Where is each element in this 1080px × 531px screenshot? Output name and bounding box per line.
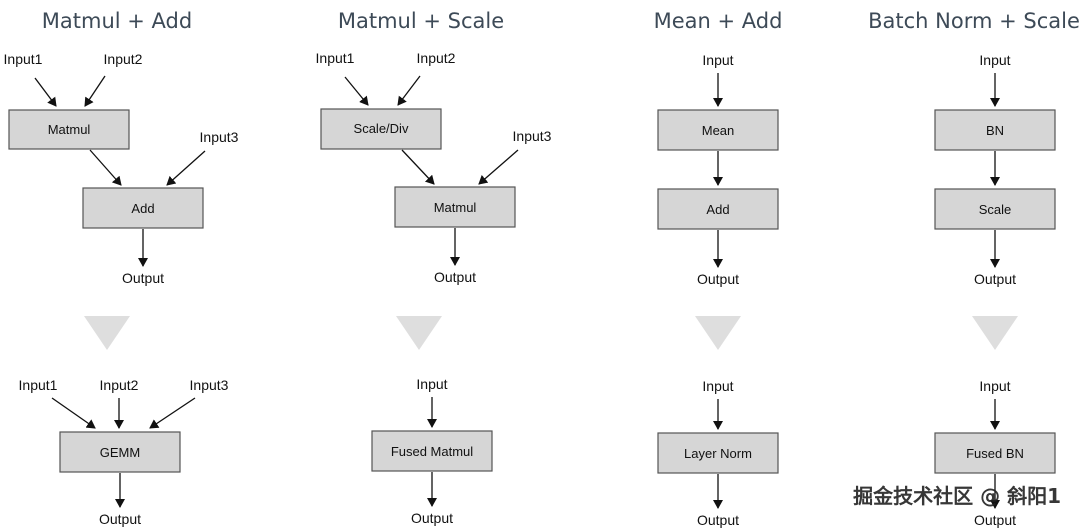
fused-output-label: Output xyxy=(974,512,1016,528)
panel-title: Mean + Add xyxy=(654,9,783,33)
transform-arrow-icon xyxy=(972,316,1018,350)
panel-matmul-scale: Matmul + Scale Input1 Input2 Scale/Div I… xyxy=(316,9,552,526)
edge-input2-scale xyxy=(397,75,421,106)
edge-scale-matmul xyxy=(401,149,435,185)
matmul-node xyxy=(8,109,130,150)
scale-node-label: Scale xyxy=(979,202,1012,217)
fused-input-label: Input xyxy=(416,376,447,392)
edge-fused-input3-gemm xyxy=(149,397,196,429)
panel-mean-add: Mean + Add Input Mean Add Output Input L… xyxy=(654,9,783,528)
output-label: Output xyxy=(974,271,1016,287)
input-label: Input xyxy=(702,52,733,68)
transform-arrow-icon xyxy=(695,316,741,350)
panel-matmul-add: Matmul + Add Input1 Input2 Matmul Input3… xyxy=(4,9,239,527)
edge-matmul-add xyxy=(89,149,122,186)
fused-matmul-node xyxy=(371,430,493,472)
bn-node-label: BN xyxy=(986,123,1004,138)
fused-output-label: Output xyxy=(411,510,453,526)
input2-label: Input2 xyxy=(417,50,456,66)
add-node xyxy=(82,187,204,229)
output-label: Output xyxy=(697,271,739,287)
edge-input1-matmul xyxy=(34,77,57,107)
add-node-label: Add xyxy=(706,202,729,217)
edge-fused-input1-gemm xyxy=(51,397,96,429)
add-node xyxy=(657,188,779,230)
input1-label: Input1 xyxy=(316,50,355,66)
transform-arrow-icon xyxy=(396,316,442,350)
input-label: Input xyxy=(979,52,1010,68)
edge-input3-add xyxy=(166,150,206,186)
output-label: Output xyxy=(122,270,164,286)
scale-node xyxy=(934,188,1056,230)
panel-batchnorm-scale: Batch Norm + Scale Input BN Scale Output… xyxy=(868,9,1080,528)
fused-input-label: Input xyxy=(979,378,1010,394)
output-label: Output xyxy=(434,269,476,285)
bn-node xyxy=(934,109,1056,151)
matmul-node-label: Matmul xyxy=(48,122,91,137)
input1-label: Input1 xyxy=(4,51,43,67)
panel-title: Matmul + Scale xyxy=(338,9,504,33)
add-node-label: Add xyxy=(131,201,154,216)
fused-bn-node-label: Fused BN xyxy=(966,446,1024,461)
transform-arrow-icon xyxy=(84,316,130,350)
fused-input-label: Input xyxy=(702,378,733,394)
layer-norm-node-label: Layer Norm xyxy=(684,446,752,461)
fused-input2-label: Input2 xyxy=(100,377,139,393)
matmul-node xyxy=(394,186,516,228)
input3-label: Input3 xyxy=(513,128,552,144)
fused-input3-label: Input3 xyxy=(190,377,229,393)
input3-label: Input3 xyxy=(200,129,239,145)
fused-output-label: Output xyxy=(99,511,141,527)
scale-div-node-label: Scale/Div xyxy=(354,121,409,136)
panel-title: Matmul + Add xyxy=(42,9,192,33)
layer-norm-node xyxy=(657,432,779,474)
edge-input3-matmul xyxy=(478,149,519,185)
watermark-text: 掘金技术社区 @ 斜阳1 xyxy=(853,484,1061,508)
input2-label: Input2 xyxy=(104,51,143,67)
fused-output-label: Output xyxy=(697,512,739,528)
mean-node xyxy=(657,109,779,151)
matmul-node-label: Matmul xyxy=(434,200,477,215)
scale-div-node xyxy=(320,108,442,150)
gemm-node-label: GEMM xyxy=(100,445,140,460)
gemm-node xyxy=(59,431,181,473)
fused-input1-label: Input1 xyxy=(19,377,58,393)
mean-node-label: Mean xyxy=(702,123,735,138)
fused-matmul-node-label: Fused Matmul xyxy=(391,444,473,459)
panel-title: Batch Norm + Scale xyxy=(868,9,1080,33)
edge-input2-matmul xyxy=(84,75,106,107)
fused-bn-node xyxy=(934,432,1056,474)
edge-input1-scale xyxy=(344,76,369,106)
